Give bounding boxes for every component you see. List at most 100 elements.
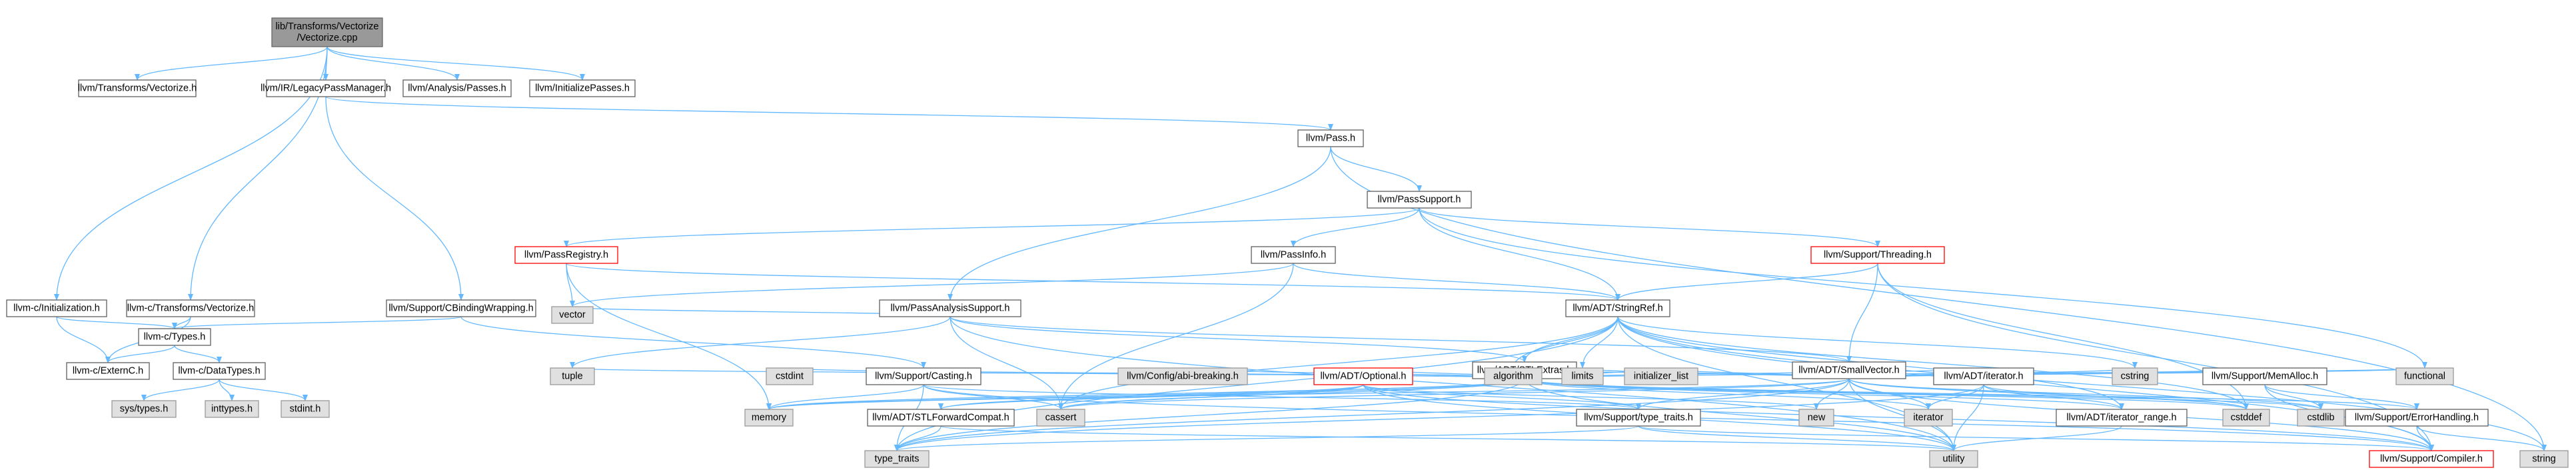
node-llvm-support-casting[interactable]: llvm/Support/Casting.h: [866, 367, 981, 385]
node-box: [2297, 409, 2345, 427]
node-llvm-c-datatypes[interactable]: llvm-c/DataTypes.h: [173, 362, 266, 380]
node-label: type_traits: [875, 453, 920, 464]
node-box: [514, 246, 618, 264]
node-cstdint[interactable]: cstdint: [766, 367, 814, 385]
node-llvm-support-memalloc[interactable]: llvm/Support/MemAlloc.h: [2202, 367, 2327, 385]
node-label: llvm-c/ExternC.h: [73, 365, 143, 376]
edge-llvm-c-datatypes-to-stdint: [219, 379, 308, 401]
node-llvm-analysis-passes[interactable]: llvm/Analysis/Passes.h: [402, 79, 512, 97]
node-llvm-adt-stlforwardcompat[interactable]: llvm/ADT/STLForwardCompat.h: [867, 409, 1015, 427]
node-llvm-c-transforms-vectorize[interactable]: llvm-c/Transforms/Vectorize.h: [126, 299, 255, 317]
node-label: llvm/Transforms/Vectorize.h: [78, 83, 197, 93]
edge-llvm-adt-stringref-to-cstddef: [1617, 316, 2249, 410]
node-llvm-c-externc[interactable]: llvm-c/ExternC.h: [66, 362, 150, 380]
node-type-traits[interactable]: type_traits: [864, 450, 930, 468]
edge-llvm-adt-stlextras-to-tuple: [570, 367, 1525, 379]
node-llvm-support-type-traits[interactable]: llvm/Support/type_traits.h: [1576, 409, 1701, 427]
node-box: [1565, 299, 1670, 317]
edge-llvm-pass-to-llvm-passanalysissupport: [948, 146, 1331, 301]
node-algorithm[interactable]: algorithm: [1484, 367, 1543, 385]
node-llvm-support-errorhandling[interactable]: llvm/Support/ErrorHandling.h: [2345, 409, 2489, 427]
node-box: [205, 400, 259, 418]
node-box: [867, 409, 1015, 427]
node-functional[interactable]: functional: [2395, 367, 2454, 385]
node-box: [744, 409, 794, 427]
node-utility[interactable]: utility: [1929, 450, 1978, 468]
node-llvm-support-threading[interactable]: llvm/Support/Threading.h: [1810, 246, 1945, 264]
node-llvm-pass[interactable]: llvm/Pass.h: [1297, 129, 1364, 147]
edge-llvm-support-casting-to-cassert: [923, 384, 1063, 410]
node-box: [281, 400, 330, 418]
edge-llvm-adt-iterator-to-utility: [1951, 384, 1984, 451]
node-llvm-support-cbindingwrapping[interactable]: llvm/Support/CBindingWrapping.h: [386, 299, 536, 317]
node-cstdlib[interactable]: cstdlib: [2297, 409, 2345, 427]
edge-llvm-passsupport-to-llvm-passregistry: [564, 207, 1420, 247]
node-label: cstdlib: [2307, 412, 2334, 423]
edge-llvm-c-types-to-llvm-c-datatypes: [174, 345, 222, 363]
node-vector[interactable]: vector: [551, 306, 594, 324]
node-llvm-initializepasses[interactable]: llvm/InitializePasses.h: [529, 79, 636, 97]
node-inttypes[interactable]: inttypes.h: [205, 400, 259, 418]
node-iterator[interactable]: iterator: [1904, 409, 1953, 427]
edge-llvm-passregistry-to-memory: [566, 263, 772, 410]
node-tuple[interactable]: tuple: [550, 367, 595, 385]
node-label: llvm/ADT/iterator_range.h: [2066, 412, 2176, 423]
edge-llvm-adt-stlforwardcompat-to-utility: [940, 425, 1956, 451]
edge-llvm-passanalysissupport-to-llvm-adt-smallvector: [950, 316, 1852, 363]
node-initializer-list[interactable]: initializer_list: [1624, 367, 1698, 385]
node-memory[interactable]: memory: [744, 409, 794, 427]
node-box: [138, 328, 211, 346]
node-llvm-adt-smallvector[interactable]: llvm/ADT/SmallVector.h: [1792, 361, 1906, 379]
node-llvm-passinfo[interactable]: llvm/PassInfo.h: [1251, 246, 1336, 264]
node-cstring[interactable]: cstring: [2112, 367, 2158, 385]
node-new[interactable]: new: [1798, 409, 1834, 427]
node-stdint[interactable]: stdint.h: [281, 400, 330, 418]
node-label: llvm/ADT/iterator.h: [1944, 371, 2023, 381]
node-llvm-c-initialization[interactable]: llvm-c/Initialization.h: [6, 299, 107, 317]
node-label: string: [2532, 453, 2555, 464]
edge-llvm-support-threading-to-llvm-adt-smallvector: [1846, 263, 1878, 363]
node-sys-types[interactable]: sys/types.h: [111, 400, 177, 418]
node-box: [1036, 409, 1085, 427]
edge-llvm-passsupport-to-functional: [1419, 207, 2427, 369]
edge-llvm-passanalysissupport-to-utility: [950, 316, 1956, 451]
node-llvm-transforms-vectorize[interactable]: llvm/Transforms/Vectorize.h: [78, 79, 197, 97]
node-llvm-c-types[interactable]: llvm-c/Types.h: [138, 328, 211, 346]
nodes-layer: lib/Transforms/Vectorize/Vectorize.cpp ll…: [6, 17, 2569, 468]
node-box: [2519, 450, 2569, 468]
node-llvm-adt-iterator[interactable]: llvm/ADT/iterator.h: [1933, 367, 2034, 385]
node-box: [1313, 367, 1413, 385]
node-label: tuple: [562, 371, 582, 381]
node-llvm-adt-stringref[interactable]: llvm/ADT/StringRef.h: [1565, 299, 1670, 317]
edge-llvm-passanalysissupport-to-cassert: [950, 316, 1063, 410]
node-label: llvm-c/Types.h: [144, 331, 206, 342]
node-llvm-passanalysissupport[interactable]: llvm/PassAnalysisSupport.h: [879, 299, 1021, 317]
node-label: inttypes.h: [211, 403, 253, 414]
node-box: [1933, 367, 2034, 385]
node-llvm-ir-legacypassmanager[interactable]: llvm/IR/LegacyPassManager.h: [261, 79, 391, 97]
node-string[interactable]: string: [2519, 450, 2569, 468]
node-limits[interactable]: limits: [1561, 367, 1604, 385]
node-cassert[interactable]: cassert: [1036, 409, 1085, 427]
node-box: [126, 299, 255, 317]
node-box: [1561, 367, 1604, 385]
node-llvm-passsupport[interactable]: llvm/PassSupport.h: [1367, 191, 1472, 209]
node-root[interactable]: lib/Transforms/Vectorize/Vectorize.cpp: [271, 17, 383, 47]
node-llvm-adt-optional[interactable]: llvm/ADT/Optional.h: [1313, 367, 1413, 385]
node-box: [550, 367, 595, 385]
node-label: cstdint: [776, 371, 804, 381]
edge-llvm-pass-to-string: [1330, 146, 2547, 451]
node-llvm-adt-iterator-range[interactable]: llvm/ADT/iterator_range.h: [2056, 409, 2188, 427]
edge-llvm-pass-to-llvm-passsupport: [1330, 146, 1422, 192]
node-label: algorithm: [1493, 371, 1533, 381]
node-llvm-support-compiler[interactable]: llvm/Support/Compiler.h: [2369, 450, 2494, 468]
node-label: llvm/ADT/STLForwardCompat.h: [872, 412, 1009, 423]
node-llvm-passregistry[interactable]: llvm/PassRegistry.h: [514, 246, 618, 264]
node-label: llvm/Support/ErrorHandling.h: [2355, 412, 2479, 423]
edge-llvm-passanalysissupport-to-llvm-adt-stlextras: [950, 316, 1527, 363]
node-box: [1792, 361, 1906, 379]
node-llvm-config-abi-breaking[interactable]: llvm/Config/abi-breaking.h: [1117, 367, 1248, 385]
node-cstddef[interactable]: cstddef: [2222, 409, 2270, 427]
node-box: [1117, 367, 1248, 385]
edge-llvm-support-memalloc-to-llvm-support-errorhandling: [2264, 384, 2419, 410]
